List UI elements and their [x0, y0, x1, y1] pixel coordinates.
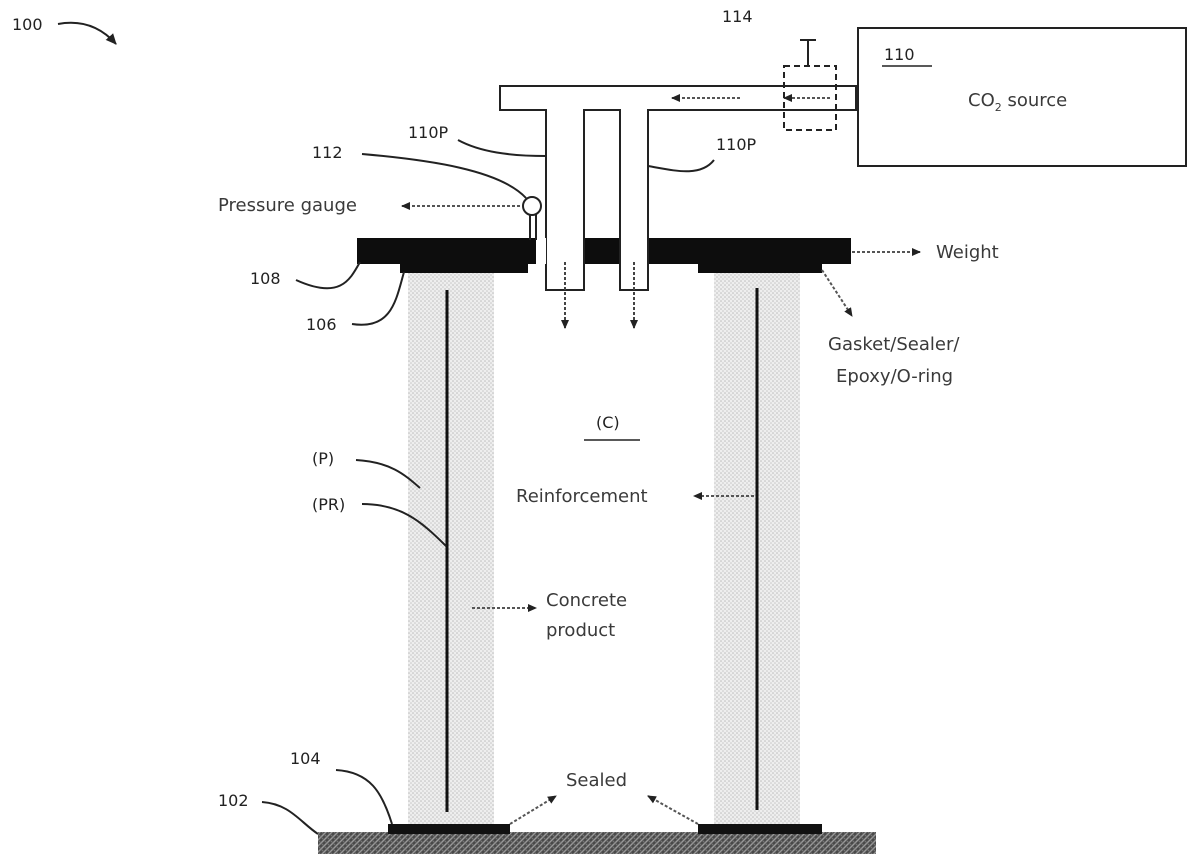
bottom-seal-left	[388, 824, 510, 834]
figure-number-arrow	[57, 21, 117, 45]
bottom-seal-right	[698, 824, 822, 834]
concrete-label-line2: product	[546, 620, 615, 641]
inlet-pipe-left	[545, 103, 585, 291]
ref-110p-right-leader	[647, 159, 715, 173]
ref-p-leader	[355, 459, 421, 489]
valve-box	[783, 65, 837, 131]
ref-110p-left-leader	[457, 139, 547, 157]
ref-108: 108	[250, 269, 281, 288]
ref-102: 102	[218, 791, 249, 810]
reinforcement-label: Reinforcement	[516, 486, 648, 507]
ref-112-leader	[361, 153, 527, 199]
ref-108-leader	[295, 261, 361, 290]
co2-source-box	[857, 27, 1187, 167]
ref-p: (P)	[312, 449, 334, 468]
ref-102-leader	[261, 801, 319, 835]
ref-c: (C)	[596, 413, 620, 432]
ref-112: 112	[312, 143, 343, 162]
concrete-wall-left	[408, 272, 494, 824]
base-plate	[318, 832, 876, 854]
co2-source-rest: source	[1002, 90, 1068, 111]
co2-source-label: CO2 source	[968, 90, 1067, 114]
ref-110p-right: 110P	[716, 135, 757, 154]
top-plate	[357, 238, 851, 264]
gasket-arrow	[821, 269, 853, 317]
co2-source-subscript: 2	[995, 101, 1002, 114]
ref-104-leader	[335, 769, 393, 825]
sealed-label: Sealed	[566, 770, 627, 791]
manifold-pipe-opening-left	[547, 108, 583, 112]
sealed-arrow-right	[647, 795, 699, 825]
ref-110: 110	[884, 45, 915, 64]
top-gasket-left	[400, 262, 528, 273]
pressure-gauge-icon	[522, 196, 542, 216]
ref-pr-leader	[361, 503, 447, 547]
weight-label: Weight	[936, 242, 999, 263]
gasket-label-line1: Gasket/Sealer/	[828, 334, 960, 355]
co2-source-main: CO	[968, 90, 995, 111]
ref-114: 114	[722, 7, 753, 26]
ref-110p-left: 110P	[408, 123, 449, 142]
figure-number: 100	[12, 15, 43, 34]
top-plate-pipe-gap	[536, 238, 546, 264]
manifold-pipe-opening-right	[621, 108, 647, 112]
sealed-arrow-left	[509, 795, 557, 825]
top-gasket-right	[698, 262, 822, 273]
ref-pr: (PR)	[312, 495, 345, 514]
concrete-label-line1: Concrete	[546, 590, 627, 611]
gasket-label-line2: Epoxy/O-ring	[836, 366, 953, 387]
ref-104: 104	[290, 749, 321, 768]
ref-106: 106	[306, 315, 337, 334]
ref-106-leader	[351, 271, 405, 326]
valve-leader	[800, 39, 816, 66]
pressure-gauge-label: Pressure gauge	[218, 195, 357, 216]
